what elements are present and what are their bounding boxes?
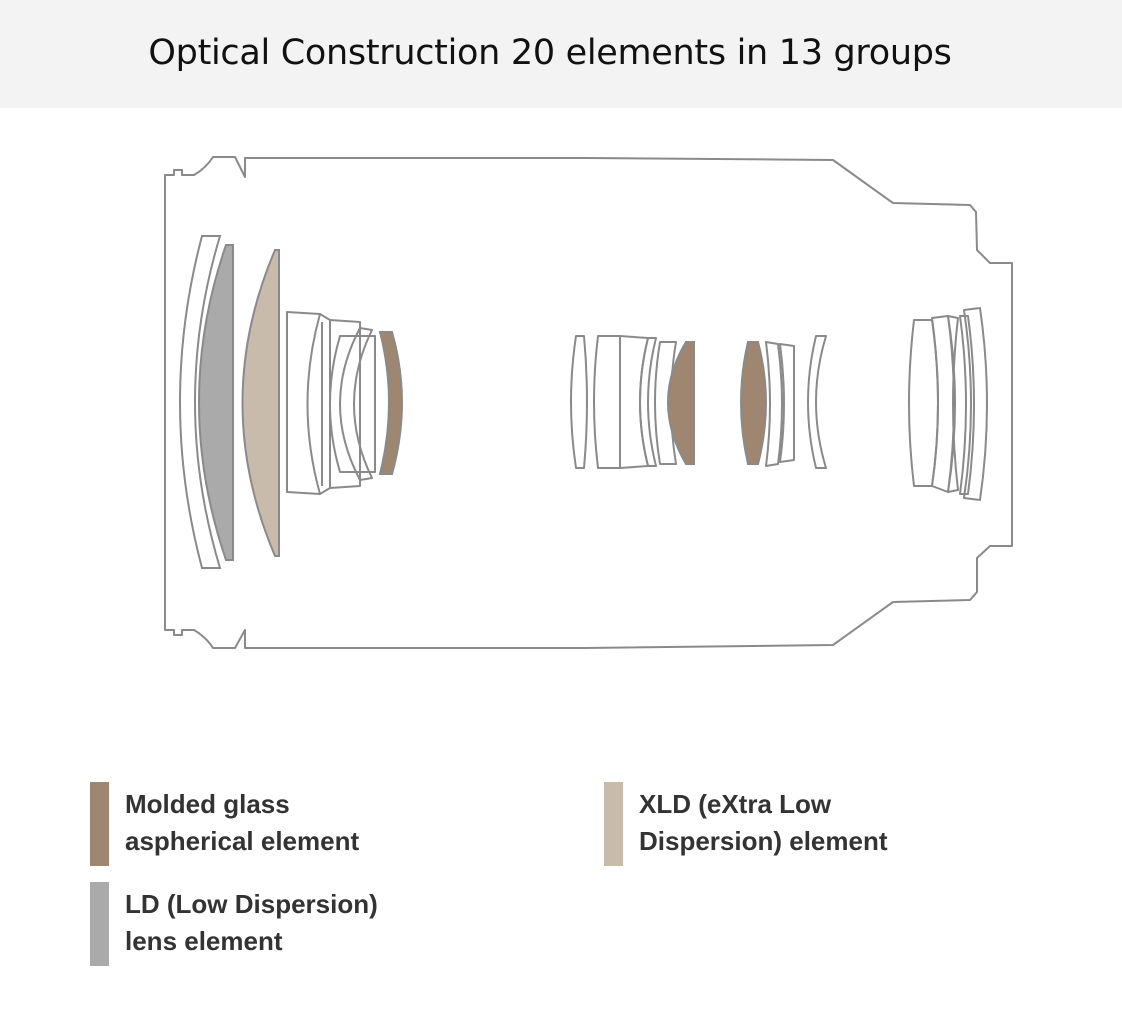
ld-lens-element — [198, 244, 234, 561]
header-bar: Optical Construction 20 elements in 13 g… — [0, 0, 1122, 108]
lens-barrel-outline — [164, 156, 1013, 649]
lens-element — [339, 327, 373, 481]
legend-label-xld: XLD (eXtra Low Dispersion) element — [639, 789, 888, 856]
molded-aspherical-element — [740, 341, 767, 465]
front-meniscus-element — [179, 235, 222, 569]
lens-element — [779, 343, 795, 463]
molded-aspherical-element — [667, 341, 695, 465]
lens-element — [593, 335, 621, 469]
legend-label-ld: LD (Low Dispersion) lens element — [125, 889, 378, 956]
legend-swatch-molded-aspherical — [90, 782, 109, 866]
molded-aspherical-element — [378, 331, 403, 475]
xld-lens-element — [241, 249, 280, 557]
lens-element — [639, 337, 657, 467]
diagram-title: Optical Construction 20 elements in 13 g… — [148, 33, 952, 73]
legend-swatch-ld — [90, 882, 109, 966]
lens-element — [947, 315, 959, 493]
legend-label-molded-aspherical: Molded glass aspherical element — [125, 789, 360, 856]
legend-swatch-xld — [604, 782, 623, 866]
lens-element — [959, 315, 975, 495]
lens-element — [807, 335, 827, 469]
lens-element — [765, 341, 783, 467]
lens-element — [286, 311, 321, 495]
lens-element — [570, 335, 588, 469]
lens-element — [963, 307, 988, 501]
lens-element — [329, 335, 376, 473]
lens-element — [908, 319, 939, 487]
lens-diagram — [164, 156, 1013, 649]
lens-element — [329, 319, 361, 489]
